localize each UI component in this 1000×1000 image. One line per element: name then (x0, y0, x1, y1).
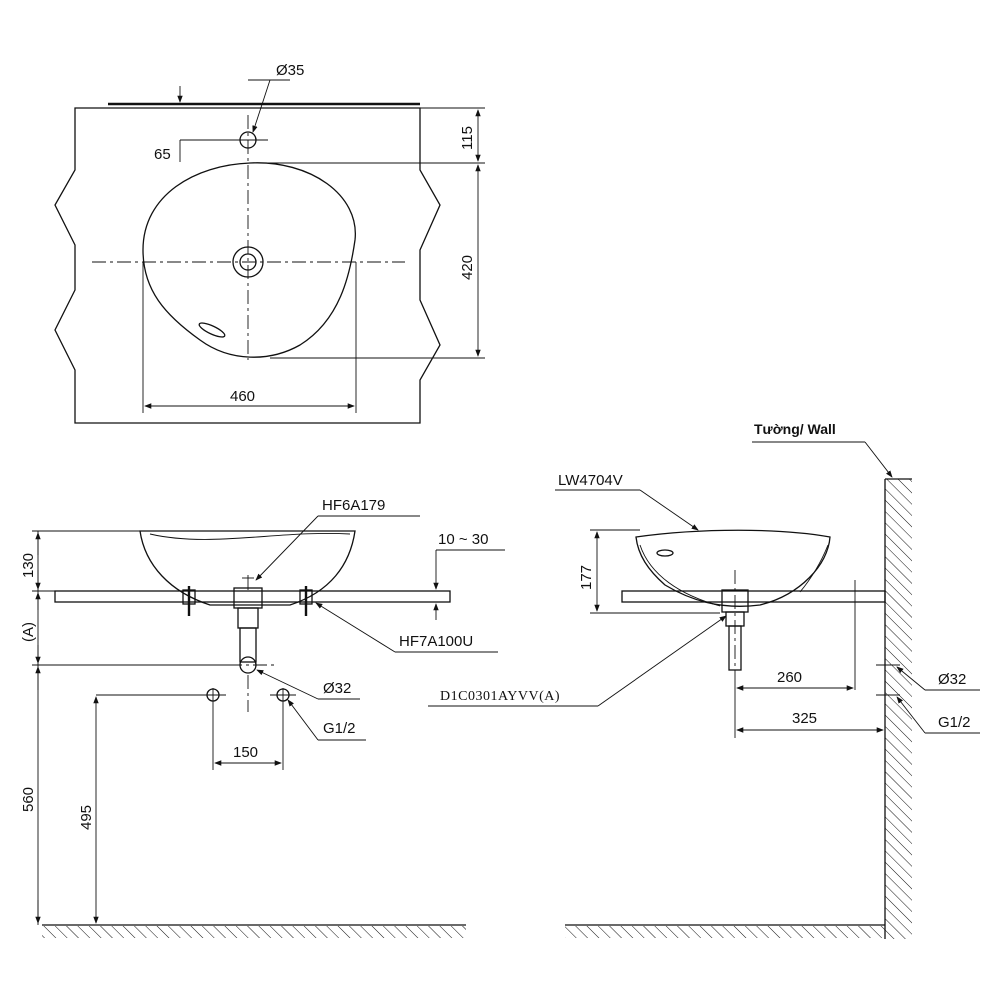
overflow-slot (198, 322, 226, 338)
supply-left (200, 688, 226, 770)
dim-325-label: 325 (792, 710, 817, 727)
drain-assembly (233, 575, 263, 674)
drain-part-label: HF6A179 (322, 497, 385, 514)
drain-diameter-label: Ø32 (323, 680, 351, 697)
bracket-part-label: HF7A100U (399, 633, 473, 650)
supply-right (270, 688, 296, 770)
dim-260-label: 260 (777, 669, 802, 686)
dim-150-label: 150 (233, 744, 258, 761)
dim-495-label: 495 (78, 805, 95, 830)
wall-label: Tường/ Wall (754, 421, 836, 437)
dim-177-label: 177 (578, 565, 595, 590)
dim-560-label: 560 (20, 787, 37, 812)
top-view: Ø35 65 115 420 460 (54, 62, 485, 424)
side-supply-thread-label: G1/2 (938, 714, 971, 731)
basin-side (635, 529, 831, 607)
dim-a-label: (A) (20, 622, 37, 642)
dim-420-label: 420 (459, 255, 476, 280)
wall (885, 479, 912, 939)
basin-model-label: LW4704V (558, 472, 623, 489)
countertop-front (54, 590, 451, 603)
bracket-right (299, 586, 313, 616)
bracket-left (182, 586, 196, 616)
dim-115-label: 115 (459, 126, 476, 150)
countertop-side (621, 590, 886, 603)
hole-diameter-label: Ø35 (276, 62, 304, 79)
dim-130-label: 130 (20, 553, 37, 578)
dim-460-label: 460 (230, 388, 255, 405)
supply-thread-label: G1/2 (323, 720, 356, 737)
front-view: 130 (A) 560 495 150 10 ~ 30 HF6A179 HF7A… (20, 497, 505, 938)
side-drain-diameter-label: Ø32 (938, 671, 966, 688)
hole-leader (252, 79, 271, 133)
trap-part-label: D1C0301AYVV(A) (440, 689, 560, 704)
countertop-outline (54, 107, 441, 424)
drain-outer (232, 246, 264, 278)
side-view: 260 325 177 Tường/ Wall LW4704V D1C0301A… (428, 421, 980, 939)
drain-inner (239, 253, 257, 271)
counter-thickness-label: 10 ~ 30 (438, 531, 488, 548)
basin-front (139, 530, 356, 606)
basin-outline (142, 162, 356, 358)
hole-offset-label: 65 (154, 146, 171, 163)
